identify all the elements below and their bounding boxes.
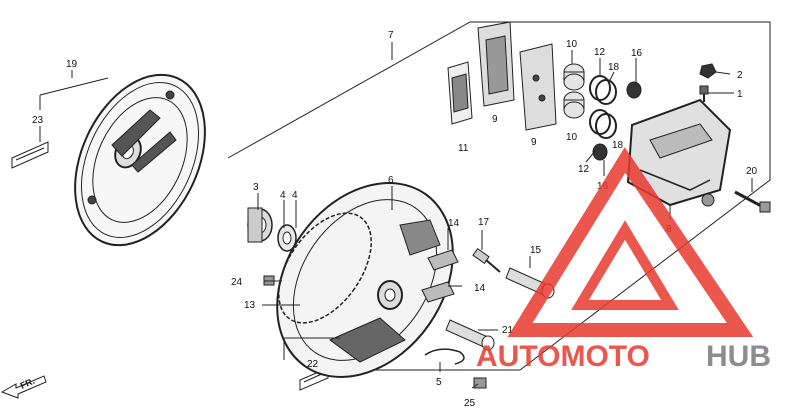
- callout-14b: 14: [474, 283, 486, 294]
- watermark-brand-part-2: HUB: [706, 340, 771, 373]
- brake-shoe-lower: [421, 281, 455, 303]
- brand-watermark: AUTOMOTO HUB: [476, 147, 771, 373]
- dust-seal: [277, 224, 297, 252]
- bleeder-screw: [699, 85, 709, 102]
- piston-lower: [563, 91, 585, 119]
- front-arrow-label: FR.: [19, 376, 36, 391]
- bleed-bolt: [472, 248, 501, 273]
- callout-13: 13: [244, 300, 256, 311]
- callout-20: 20: [746, 166, 758, 177]
- callout-22: 22: [307, 359, 319, 370]
- callout-5: 5: [436, 377, 442, 388]
- bleeder-cap-upper: [626, 81, 642, 99]
- caliper-bolt: [734, 190, 771, 213]
- brake-pad-1: [477, 21, 515, 107]
- callout-24: 24: [231, 277, 243, 288]
- callout-18b: 18: [612, 140, 624, 151]
- brake-pad-2: [519, 43, 557, 131]
- seal-ring: [278, 212, 372, 324]
- callout-25: 25: [464, 398, 476, 409]
- callout-10b: 10: [566, 132, 578, 143]
- front-arrow: FR.: [0, 375, 47, 399]
- brake-disc: [74, 73, 206, 247]
- callout-15: 15: [530, 245, 542, 256]
- callout-4b: 4: [292, 190, 298, 201]
- callout-19: 19: [66, 59, 78, 70]
- warning-label-plate: [11, 141, 49, 169]
- watermark-triangle-logo: [507, 147, 754, 337]
- leader-lines: [39, 42, 753, 389]
- mounting-bolt: [473, 377, 487, 389]
- callout-3: 3: [253, 182, 259, 193]
- callout-1: 1: [737, 89, 743, 100]
- callout-9a: 9: [492, 114, 498, 125]
- callout-23: 23: [32, 115, 44, 126]
- callout-4a: 4: [280, 190, 286, 201]
- bleeder-cap-lower: [592, 143, 608, 161]
- callout-11: 11: [458, 143, 469, 154]
- bleeder-nut: [699, 63, 717, 79]
- watermark-brand-part-1: AUTOMOTO: [476, 340, 650, 373]
- piston-upper: [563, 63, 585, 91]
- callout-12a: 12: [594, 47, 606, 58]
- callout-18a: 18: [608, 62, 620, 73]
- caliper-body: [626, 98, 732, 207]
- pad-spring: [447, 61, 473, 125]
- brake-shoe-upper: [427, 249, 459, 271]
- callout-21: 21: [502, 325, 514, 336]
- callout-9b: 9: [531, 137, 537, 148]
- piston-seal-lower: [589, 109, 617, 139]
- callout-7: 7: [388, 30, 394, 41]
- callout-17: 17: [478, 217, 490, 228]
- pin-clip: [424, 348, 465, 365]
- callout-16a: 16: [631, 48, 643, 59]
- callout-10a: 10: [566, 39, 578, 50]
- caliper-assembly-outline: [227, 21, 771, 371]
- callout-14a: 14: [448, 218, 460, 229]
- wheel-bearing: [247, 207, 273, 243]
- piston-seal-upper: [589, 75, 617, 105]
- brake-panel: [276, 182, 454, 378]
- callout-6: 6: [388, 175, 394, 186]
- callout-2: 2: [737, 70, 743, 81]
- callout-12b: 12: [578, 164, 590, 175]
- pad-pin: [445, 319, 495, 351]
